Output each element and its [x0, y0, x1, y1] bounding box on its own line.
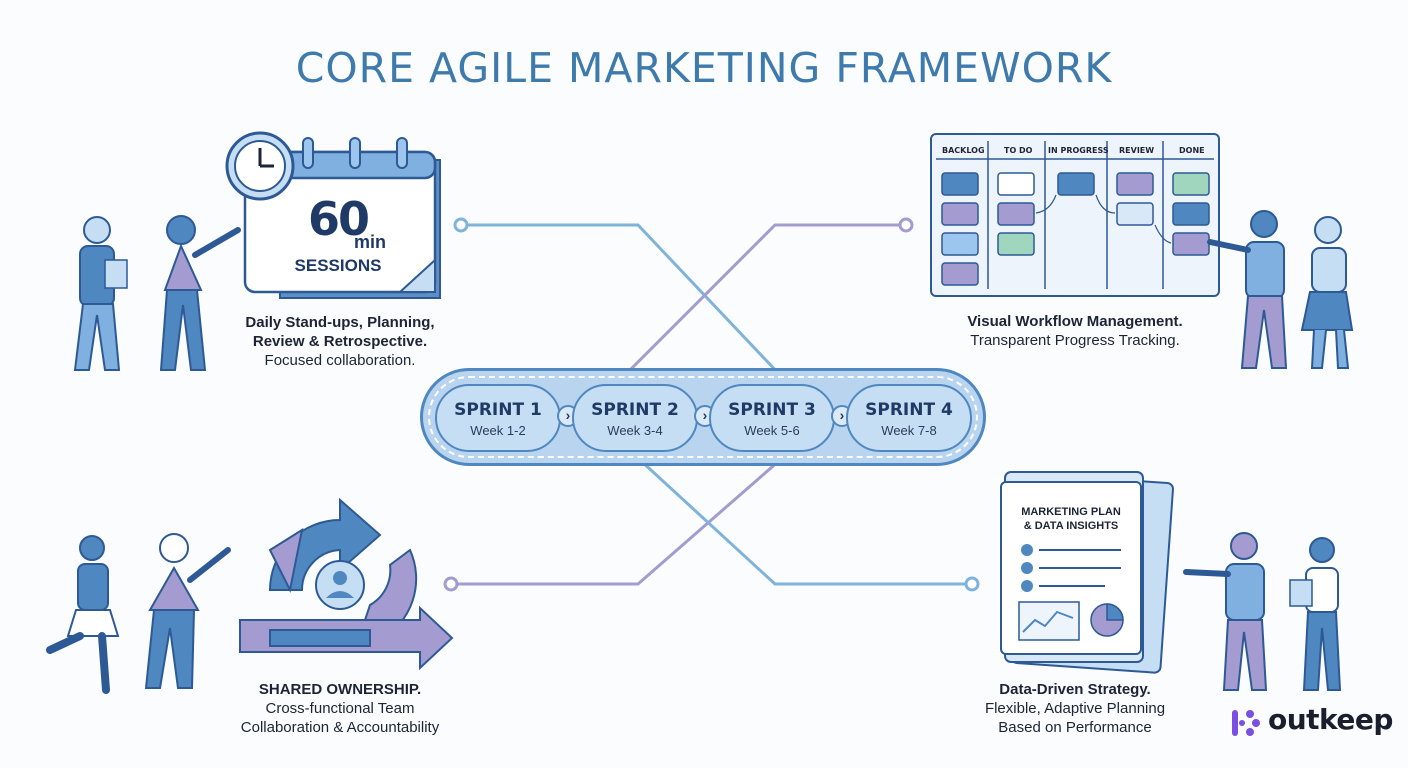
- caption-line: Transparent Progress Tracking.: [970, 332, 1180, 349]
- marketing-document: [1000, 471, 1174, 674]
- caption-line: SHARED OWNERSHIP.: [258, 681, 422, 698]
- sprint-weeks: Week 1-2: [470, 423, 526, 438]
- caption-bottom-left: SHARED OWNERSHIP. Cross-functional Team …: [220, 680, 460, 737]
- kanban-column-header: BACKLOG: [942, 146, 985, 155]
- person-icon: [315, 560, 365, 610]
- connector-top-left: [467, 223, 782, 377]
- sprint-weeks: Week 7-8: [881, 423, 937, 438]
- clock-icon: [225, 131, 295, 201]
- connector-node: [443, 576, 459, 592]
- caption-line: Based on Performance: [998, 719, 1152, 736]
- caption-line: Flexible, Adaptive Planning: [984, 700, 1166, 717]
- connector-node: [898, 217, 914, 233]
- connector-node: [453, 217, 469, 233]
- document-title-line: MARKETING PLAN: [1021, 506, 1121, 518]
- calendar-unit: min: [354, 232, 387, 252]
- caption-line: Data-Driven Strategy.: [999, 681, 1151, 698]
- standup-illustration: [73, 131, 441, 371]
- document-title-line: & DATA INSIGHTS: [1023, 520, 1119, 532]
- connector-bottom-right: [638, 458, 966, 586]
- person-figure: [1183, 532, 1268, 691]
- person-figure: [159, 215, 241, 371]
- cycle-arrows-icon: [239, 497, 454, 671]
- caption-top-right: Visual Workflow Management. Transparent …: [940, 312, 1210, 350]
- connector-node: [964, 576, 980, 592]
- caption-line: Review & Retrospective.: [252, 333, 428, 350]
- person-figure: [1289, 537, 1342, 691]
- kanban-column-header: REVIEW: [1119, 146, 1155, 155]
- strategy-people: [1183, 532, 1342, 691]
- kanban-people: [1207, 210, 1354, 369]
- caption-line: Visual Workflow Management.: [967, 313, 1183, 330]
- caption-line: Cross-functional Team: [265, 700, 415, 717]
- caption-bottom-right: Data-Driven Strategy. Flexible, Adaptive…: [955, 680, 1195, 737]
- ownership-illustration: [46, 497, 454, 694]
- calendar-icon: [243, 137, 441, 299]
- sprint-weeks: Week 3-4: [607, 423, 663, 438]
- sprint-name: SPRINT 1: [454, 400, 542, 420]
- caption-line: Daily Stand-ups, Planning,: [245, 314, 435, 331]
- connector-bottom-left: [457, 458, 781, 586]
- pie-chart-icon: [1090, 603, 1124, 637]
- sprint-card-3: SPRINT 3 Week 5-6: [709, 384, 835, 452]
- sprint-track-stitch: [428, 376, 978, 458]
- outkeep-logo-text: outkeep: [1268, 703, 1393, 736]
- sprint-card-1: SPRINT 1 Week 1-2: [435, 384, 561, 452]
- sprint-name: SPRINT 2: [591, 400, 679, 420]
- caption-line: Collaboration & Accountability: [240, 719, 440, 736]
- person-figure: [1300, 216, 1354, 369]
- connector-top-right: [628, 223, 900, 372]
- person-figure: [46, 535, 120, 694]
- person-figure: [144, 533, 231, 689]
- calendar-label: SESSIONS: [294, 256, 382, 275]
- sprint-name: SPRINT 3: [728, 400, 816, 420]
- sprint-weeks: Week 5-6: [744, 423, 800, 438]
- line-chart-icon: [1018, 601, 1080, 641]
- sprint-name: SPRINT 4: [865, 400, 953, 420]
- kanban-board-graphics: [936, 141, 1214, 289]
- kanban-column-header: TO DO: [1004, 146, 1033, 155]
- sprint-card-4: SPRINT 4 Week 7-8: [846, 384, 972, 452]
- caption-line: Focused collaboration.: [264, 352, 416, 369]
- kanban-column-header: DONE: [1179, 146, 1205, 155]
- person-figure: [73, 216, 128, 371]
- person-figure: [1207, 210, 1288, 369]
- page-title: CORE AGILE MARKETING FRAMEWORK: [295, 44, 1113, 92]
- kanban-column-header: IN PROGRESS: [1048, 146, 1109, 155]
- calendar-number: 60: [307, 192, 370, 246]
- outkeep-logo-icon: [1232, 710, 1260, 736]
- caption-top-left: Daily Stand-ups, Planning, Review & Retr…: [210, 313, 470, 370]
- checklist-icon: [1021, 544, 1121, 592]
- document-title: MARKETING PLAN & DATA INSIGHTS: [1006, 505, 1136, 533]
- sprint-card-2: SPRINT 2 Week 3-4: [572, 384, 698, 452]
